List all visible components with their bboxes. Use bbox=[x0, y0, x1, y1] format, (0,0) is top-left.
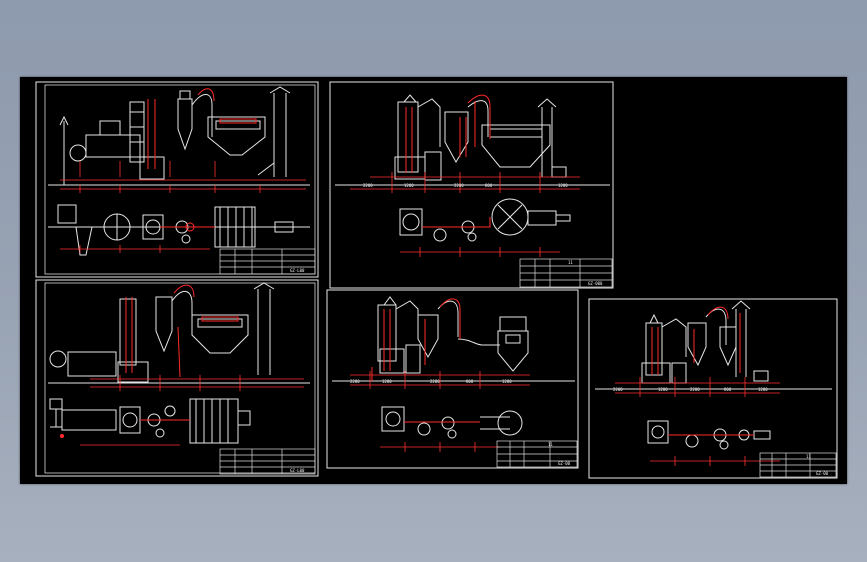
sheet-e: 2200 1200 2200 800 1200 11 GZ-00 bbox=[588, 298, 838, 479]
sheet-a-elevation bbox=[48, 86, 310, 193]
sheet-d-label-4: 800 bbox=[466, 379, 474, 384]
sheet-d-title-block: 11 GZ-00 bbox=[496, 440, 578, 468]
sheet-b-label-1: 2200 bbox=[363, 183, 373, 188]
sheet-d-label-1: 2200 bbox=[350, 379, 360, 384]
sheet-b-drawing-no: GZ-000 bbox=[588, 281, 603, 286]
sheet-b-label-3: 2200 bbox=[454, 183, 464, 188]
sheet-c-title-block: GZ-L00 bbox=[219, 448, 316, 475]
sheet-e-elevation: 2200 1200 2200 800 1200 bbox=[595, 300, 832, 397]
sheet-e-label-5: 1200 bbox=[758, 387, 768, 392]
sheet-c-elevation bbox=[48, 282, 310, 391]
sheet-b-elevation: 2200 1200 2200 800 1200 bbox=[335, 94, 610, 193]
sheet-b-label-2: 1200 bbox=[404, 183, 414, 188]
cad-drawing-canvas[interactable]: GZ-L00 2200 bbox=[20, 77, 847, 484]
sheet-c-drawing-no: GZ-L00 bbox=[290, 468, 305, 473]
sheet-e-drawing-no: GZ-00 bbox=[816, 471, 829, 476]
sheet-d-sheet-no: 11 bbox=[548, 442, 553, 447]
sheet-a: GZ-L00 bbox=[35, 81, 319, 278]
sheet-d-plan bbox=[380, 406, 523, 452]
sheet-b-plan bbox=[399, 198, 571, 257]
sheet-b-title-block: 11 GZ-000 bbox=[519, 258, 613, 288]
sheet-d-label-2: 1200 bbox=[382, 379, 392, 384]
sheet-d: 2200 1200 2200 800 1200 11 GZ-00 bbox=[326, 289, 579, 469]
sheet-b-label-4: 800 bbox=[485, 183, 493, 188]
sheet-a-plan bbox=[48, 204, 310, 256]
sheet-d-drawing-no: GZ-00 bbox=[558, 461, 571, 466]
sheet-d-label-5: 1200 bbox=[502, 379, 512, 384]
sheet-b-label-5: 1200 bbox=[558, 183, 568, 188]
sheet-b: 2200 1200 2200 800 1200 11 GZ-00 bbox=[329, 81, 614, 289]
sheet-e-label-4: 800 bbox=[724, 387, 732, 392]
sheet-c: GZ-L00 bbox=[35, 279, 319, 477]
sheet-a-title-block: GZ-L00 bbox=[219, 248, 316, 275]
sheet-e-plan bbox=[647, 420, 780, 466]
sheet-a-drawing-no: GZ-L00 bbox=[290, 268, 305, 273]
sheet-e-label-1: 2200 bbox=[613, 387, 623, 392]
sheet-b-sheet-no: 11 bbox=[568, 260, 573, 265]
sheet-c-plan bbox=[49, 398, 251, 446]
sheet-d-elevation: 2200 1200 2200 800 1200 bbox=[332, 296, 575, 389]
sheet-e-label-2: 1200 bbox=[658, 387, 668, 392]
sheet-e-sheet-no: 11 bbox=[806, 454, 811, 459]
sheet-e-title-block: 11 GZ-00 bbox=[759, 452, 837, 478]
sheet-e-label-3: 2200 bbox=[690, 387, 700, 392]
sheet-d-label-3: 2200 bbox=[430, 379, 440, 384]
